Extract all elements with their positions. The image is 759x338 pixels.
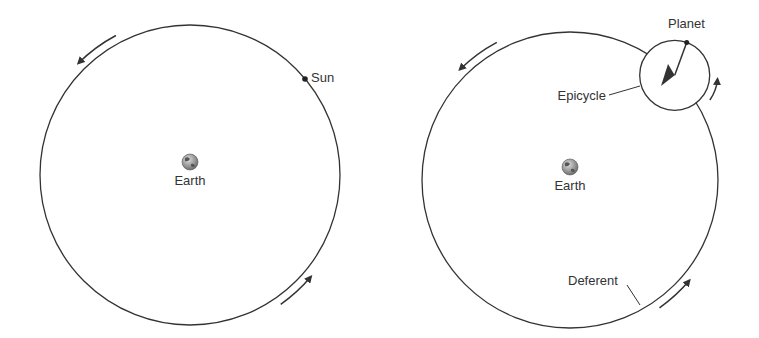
earth-icon — [182, 154, 198, 170]
deferent-circle — [422, 32, 718, 328]
body-label: Planet — [668, 16, 705, 31]
leader-line — [609, 86, 640, 95]
epicycle-radius — [675, 42, 687, 75]
motion-arrow — [660, 280, 690, 308]
part-label: Deferent — [568, 273, 618, 288]
leader-line — [627, 285, 640, 305]
sun-dot — [302, 76, 308, 82]
motion-arrow — [78, 36, 116, 64]
planet-dot — [684, 40, 689, 45]
body-label: Sun — [311, 70, 334, 85]
earth-icon — [562, 159, 578, 175]
motion-arrow — [281, 277, 311, 305]
part-label: Epicycle — [558, 88, 606, 103]
motion-arrow — [460, 42, 497, 69]
body-label: Earth — [554, 178, 585, 193]
epicycle-rotation-arrow — [710, 79, 718, 100]
sun-orbit — [40, 25, 340, 325]
deferent-direction-arrowhead — [661, 64, 675, 86]
body-label: Earth — [174, 173, 205, 188]
epicycle-circle — [640, 40, 710, 110]
